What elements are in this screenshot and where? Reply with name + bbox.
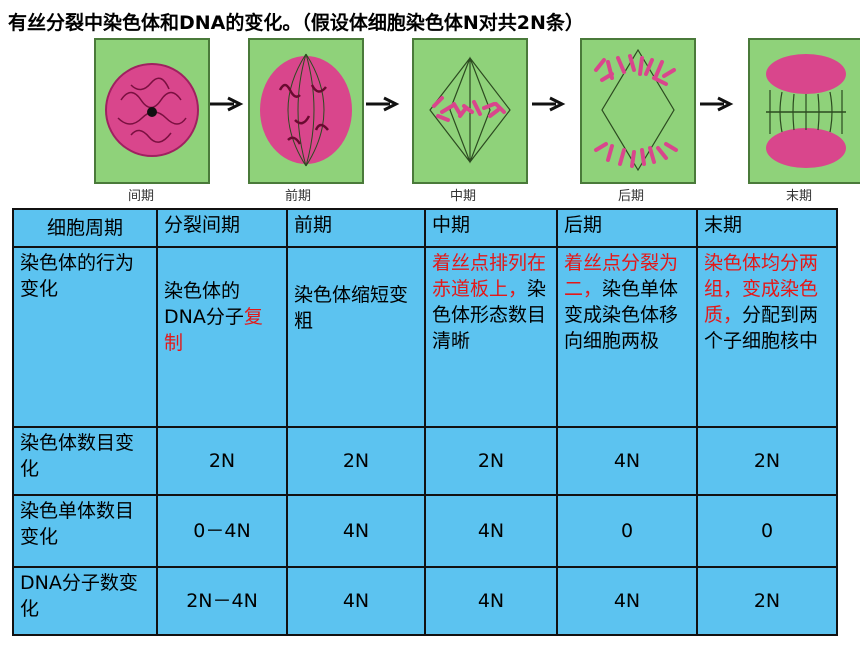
header-cell: 后期 [556, 208, 698, 248]
stage-caption: 前期 [285, 189, 312, 204]
row-label: 染色单体数目变化 [12, 494, 158, 568]
cell-text: 染色体形态数目清晰 [432, 278, 547, 352]
table-cell: 染色体均分两组，变成染色质，分配到两个子细胞核中 [696, 246, 838, 428]
table-cell: 0 [696, 494, 838, 568]
stage-caption: 间期 [128, 189, 155, 204]
cell-text-highlight: 复制 [164, 306, 263, 354]
header-cell: 前期 [286, 208, 426, 248]
anaphase-illustration [580, 38, 696, 184]
cell-text: 染色体的DNA分子 [164, 280, 244, 328]
row-label: 染色体数目变化 [12, 426, 158, 496]
table-cell: 4N [286, 494, 426, 568]
cell-text-highlight: 着丝点分裂为二， [564, 252, 679, 300]
header-cell: 中期 [424, 208, 558, 248]
table-cell: 着丝点排列在赤道板上，染色体形态数目清晰 [424, 246, 558, 428]
telophase-illustration [748, 38, 860, 184]
prophase-illustration [248, 38, 364, 184]
table-cell: 4N [424, 566, 558, 636]
stage-caption: 末期 [786, 189, 813, 204]
arrow-icon [210, 96, 244, 112]
table-cell: 2N [696, 426, 838, 496]
page-title: 有丝分裂中染色体和DNA的变化。（假设体细胞染色体N对共2N条） [8, 12, 584, 34]
table-cell: 2N [286, 426, 426, 496]
table-cell: 4N [556, 566, 698, 636]
row-label: 染色体的行为变化 [12, 246, 158, 428]
header-cell: 末期 [696, 208, 838, 248]
table-cell: 着丝点分裂为二，染色单体变成染色体移向细胞两极 [556, 246, 698, 428]
cell-text: 染色单体变成染色体移向细胞两极 [564, 278, 679, 352]
row-label: DNA分子数变化 [12, 566, 158, 636]
header-cell: 分裂间期 [156, 208, 288, 248]
table-cell: 2N [424, 426, 558, 496]
table-cell: 2N [156, 426, 288, 496]
arrow-icon [700, 96, 734, 112]
table-row: 染色体的行为变化 染色体的DNA分子复制 染色体缩短变粗 着丝点排列在赤道板上，… [12, 246, 838, 428]
cell-text: 分配到两个子细胞核中 [704, 304, 819, 352]
table-cell: 4N [286, 566, 426, 636]
table-cell: 0－4N [156, 494, 288, 568]
mitosis-table: 细胞周期 分裂间期 前期 中期 后期 末期 染色体的行为变化 染色体的DNA分子… [12, 208, 838, 636]
table-cell: 4N [424, 494, 558, 568]
arrow-icon [532, 96, 566, 112]
table-cell: 4N [556, 426, 698, 496]
header-cell: 细胞周期 [12, 208, 158, 248]
cell-text-highlight: 染色体均分两组，变成染色质， [704, 252, 819, 326]
interphase-illustration [94, 38, 210, 184]
cell-text-highlight: 着丝点排列在赤道板上， [432, 252, 547, 300]
table-cell: 0 [556, 494, 698, 568]
table-cell: 2N－4N [156, 566, 288, 636]
stage-caption: 后期 [618, 189, 645, 204]
table-cell: 染色体的DNA分子复制 [156, 246, 288, 428]
stage-caption: 中期 [450, 189, 477, 204]
metaphase-illustration [412, 38, 528, 184]
table-row: 细胞周期 分裂间期 前期 中期 后期 末期 [12, 208, 838, 248]
table-row: DNA分子数变化 2N－4N 4N 4N 4N 2N [12, 566, 838, 636]
table-cell: 染色体缩短变粗 [286, 246, 426, 428]
arrow-icon [366, 96, 400, 112]
table-cell: 2N [696, 566, 838, 636]
table-row: 染色体数目变化 2N 2N 2N 4N 2N [12, 426, 838, 496]
table-row: 染色单体数目变化 0－4N 4N 4N 0 0 [12, 494, 838, 568]
